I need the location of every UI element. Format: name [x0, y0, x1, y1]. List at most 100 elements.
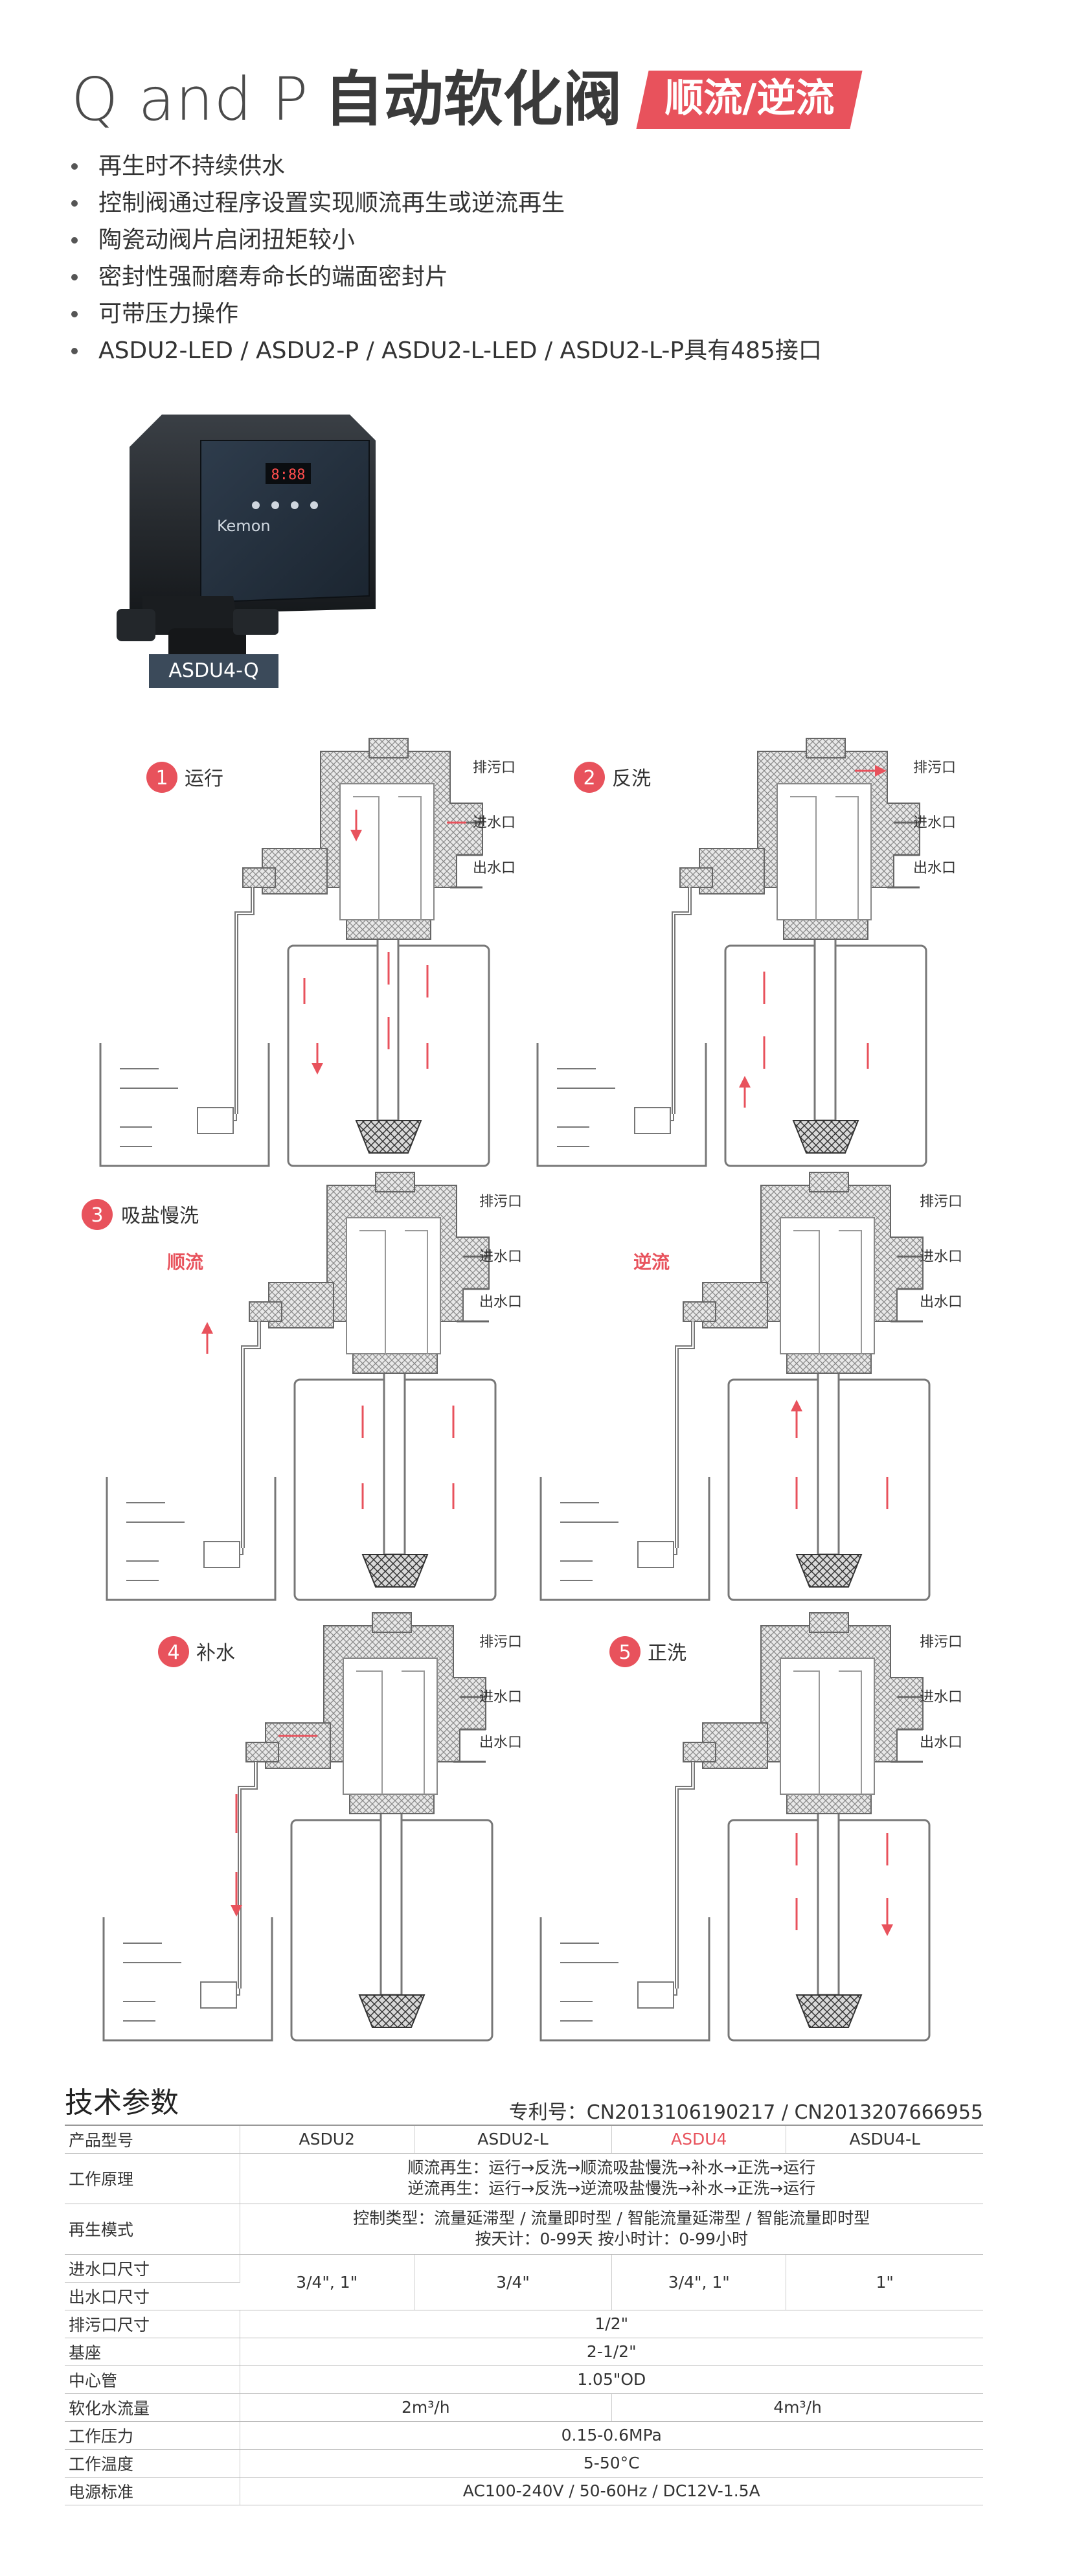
tag-downflow-text: 顺流 [167, 1251, 203, 1273]
row-label: 工作压力 [65, 2421, 240, 2450]
step-1-number-icon [146, 762, 177, 793]
port-outlet-label: 出水口 [479, 1735, 522, 1751]
step-4-number-icon [158, 1636, 189, 1667]
port-outlet-label: 出水口 [479, 1294, 522, 1310]
table-row: 工作压力 0.15-0.6MPa [65, 2421, 983, 2450]
value-cell: 0.15-0.6MPa [240, 2421, 983, 2450]
port-size-cell: 3/4", 1" [611, 2254, 787, 2310]
port-outlet-label: 出水口 [913, 860, 956, 876]
flow-type-badge: 顺流/逆流 [636, 71, 863, 129]
row-label: 排污口尺寸 [65, 2310, 240, 2338]
table-row: 软化水流量 2m³/h 4m³/h [65, 2393, 983, 2422]
bullet-icon [71, 236, 78, 244]
row-label: 电源标准 [65, 2477, 240, 2505]
port-drain-label: 排污口 [479, 1194, 522, 1210]
table-row: 排污口尺寸 1/2" [65, 2310, 983, 2338]
feature-item: 可带压力操作 [71, 295, 822, 332]
tag-downflow [159, 1249, 212, 1275]
diagram-step-4: 4 补水 排污口 进水口 出水口 [104, 1613, 522, 2040]
value-cell: 5-50°C [240, 2449, 983, 2478]
product-model-label: ASDU4-Q [149, 654, 278, 688]
table-row: 工作原理 顺流再生：运行→反洗→顺流吸盐慢洗→补水→正洗→运行 逆流再生：运行→… [65, 2153, 983, 2204]
row-label: 产品型号 [65, 2125, 240, 2154]
step-label: 运行 [185, 768, 223, 790]
page-title: Q and P 自动软化阀 顺流/逆流 [71, 65, 863, 134]
feature-text: 可带压力操作 [98, 301, 239, 327]
principle-line: 逆流再生：运行→反洗→逆流吸盐慢洗→补水→正洗→运行 [407, 2179, 816, 2198]
step-label: 补水 [196, 1642, 235, 1665]
table-row: 产品型号 ASDU2 ASDU2-L ASDU4 ASDU4-L [65, 2125, 983, 2154]
feature-item: 密封性强耐磨寿命长的端面密封片 [71, 258, 822, 295]
value-cell: 1/2" [240, 2310, 983, 2338]
feature-item: 再生时不持续供水 [71, 148, 822, 185]
control-panel [200, 440, 370, 604]
step-2-number-icon [574, 762, 605, 793]
bullet-icon [71, 310, 78, 317]
step-5-number-icon [609, 1636, 641, 1667]
step-number: 3 [91, 1204, 103, 1227]
port-inlet-label: 进水口 [479, 1249, 522, 1265]
table-row: 工作温度 5-50°C [65, 2449, 983, 2478]
port-size-cell: 1" [786, 2254, 983, 2310]
port-outlet-label: 出水口 [473, 860, 516, 876]
port-size-cell: 3/4" [414, 2254, 613, 2310]
port-drain-label: 排污口 [920, 1634, 962, 1650]
title-cn: 自动软化阀 [324, 65, 622, 134]
table-row: 电源标准 AC100-240V / 50-60Hz / DC12V-1.5A [65, 2477, 983, 2505]
product-image: 8:88 Kemon [117, 415, 376, 674]
panel-button-icon [310, 501, 318, 509]
diagram-step-3-upflow: 逆流 排污口 进水口 出水口 [541, 1172, 962, 1600]
tag-upflow [625, 1249, 678, 1275]
principle-line: 顺流再生：运行→反洗→顺流吸盐慢洗→补水→正洗→运行 [407, 2158, 816, 2177]
table-row: 出水口尺寸 [65, 2282, 983, 2310]
feature-item: 控制阀通过程序设置实现顺流再生或逆流再生 [71, 185, 822, 222]
port-inlet-label: 进水口 [473, 815, 516, 831]
step-number: 1 [155, 767, 168, 790]
feature-item: ASDU2-LED / ASDU2-P / ASDU2-L-LED / ASDU… [71, 332, 822, 369]
value-cell: 2m³/h [240, 2393, 613, 2422]
port-outlet-label: 出水口 [920, 1294, 962, 1310]
row-label: 工作原理 [65, 2153, 240, 2204]
feature-text: ASDU2-LED / ASDU2-P / ASDU2-L-LED / ASDU… [98, 337, 822, 364]
row-label: 软化水流量 [65, 2393, 240, 2422]
table-row: 基座 2-1/2" [65, 2338, 983, 2366]
port-inlet-label: 进水口 [479, 1689, 522, 1705]
port-drain-label: 排污口 [473, 760, 516, 776]
table-row: 中心管 1.05"OD [65, 2365, 983, 2394]
mode-line: 按天计：0-99天 按小时计：0-99小时 [475, 2229, 748, 2248]
display-digits: 8:88 [271, 467, 306, 483]
mode-line: 控制类型：流量延滞型 / 流量即时型 / 智能流量延滞型 / 智能流量即时型 [353, 2209, 870, 2228]
port-inlet-label: 进水口 [920, 1249, 962, 1265]
model-cell: ASDU4-L [786, 2125, 983, 2154]
value-cell: 1.05"OD [240, 2365, 983, 2394]
valve-body [142, 596, 240, 635]
port-inlet-label: 进水口 [913, 815, 956, 831]
tag-upflow-text: 逆流 [633, 1251, 670, 1273]
diagram-step-5: 5 正洗 排污口 进水口 出水口 [541, 1613, 962, 2040]
value-cell: 2-1/2" [240, 2338, 983, 2366]
outlet-fitting [233, 609, 278, 635]
step-label: 正洗 [648, 1642, 686, 1665]
panel-button-icon [252, 501, 260, 509]
model-cell-highlight: ASDU4 [611, 2125, 787, 2154]
bullet-icon [71, 273, 78, 280]
brand-logo-text: Kemon [217, 517, 271, 535]
step-number: 5 [618, 1641, 631, 1664]
row-label: 出水口尺寸 [65, 2282, 240, 2310]
port-outlet-label: 出水口 [920, 1735, 962, 1751]
inlet-fitting [117, 609, 155, 641]
row-label: 工作温度 [65, 2449, 240, 2478]
bullet-icon [71, 199, 78, 207]
port-drain-label: 排污口 [920, 1194, 962, 1210]
diagram-step-3-downflow: 3 吸盐慢洗 顺流 排污口 进水口 出水口 [82, 1172, 522, 1600]
table-row: 再生模式 控制类型：流量延滞型 / 流量即时型 / 智能流量延滞型 / 智能流量… [65, 2204, 983, 2255]
row-label: 进水口尺寸 [65, 2254, 240, 2283]
feature-list: 再生时不持续供水 控制阀通过程序设置实现顺流再生或逆流再生 陶瓷动阀片启闭扭矩较… [71, 148, 822, 369]
principle-cell: 顺流再生：运行→反洗→顺流吸盐慢洗→补水→正洗→运行 逆流再生：运行→反洗→逆流… [240, 2153, 983, 2204]
step-number: 4 [167, 1641, 179, 1664]
feature-text: 控制阀通过程序设置实现顺流再生或逆流再生 [98, 190, 565, 216]
row-label: 中心管 [65, 2365, 240, 2394]
value-cell: 4m³/h [611, 2393, 983, 2422]
feature-text: 密封性强耐磨寿命长的端面密封片 [98, 264, 449, 290]
